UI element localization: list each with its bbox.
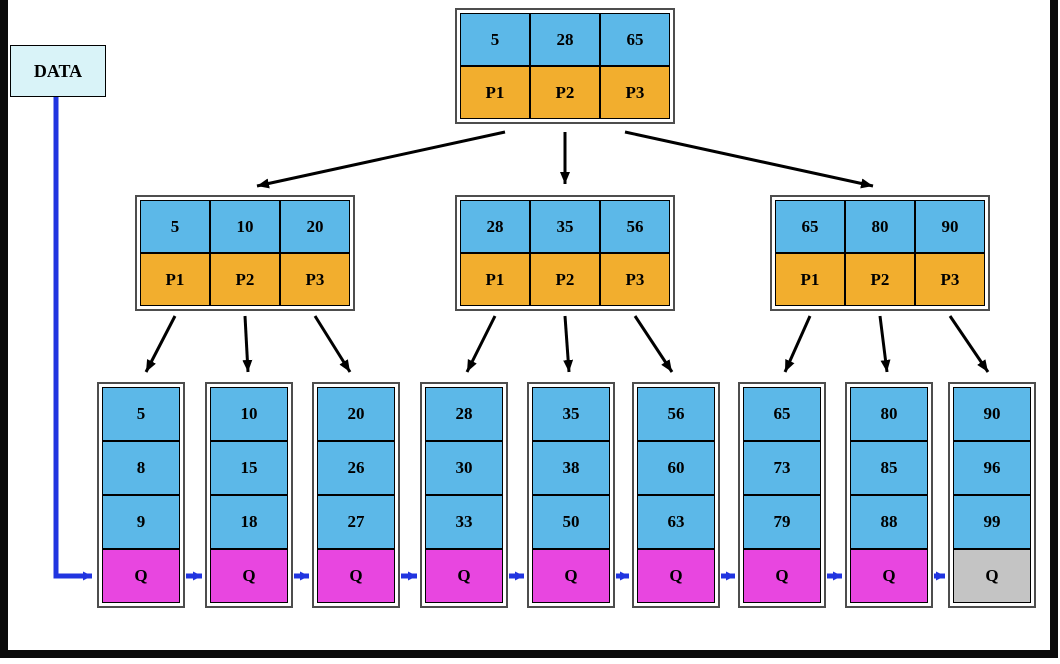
pointer-cell: P2 bbox=[530, 66, 600, 119]
leaf-value-cell: 5 bbox=[102, 387, 180, 441]
queue-cell: Q bbox=[637, 549, 715, 603]
queue-cell: Q bbox=[953, 549, 1031, 603]
leaf-value-cell: 10 bbox=[210, 387, 288, 441]
key-cell: 28 bbox=[460, 200, 530, 253]
queue-cell: Q bbox=[210, 549, 288, 603]
pointer-cell: P3 bbox=[280, 253, 350, 306]
root-node: 5 28 65 P1 P2 P3 bbox=[455, 8, 675, 124]
pointer-cell: P1 bbox=[775, 253, 845, 306]
leaf-value-cell: 30 bbox=[425, 441, 503, 495]
leaf-grid: 10 15 18 Q bbox=[210, 387, 288, 603]
root-node-grid: 5 28 65 P1 P2 P3 bbox=[460, 13, 670, 119]
leaf-node: 35 38 50 Q bbox=[527, 382, 615, 608]
frame-left-edge bbox=[0, 0, 8, 658]
key-cell: 20 bbox=[280, 200, 350, 253]
pointer-cell: P2 bbox=[530, 253, 600, 306]
leaf-node: 56 60 63 Q bbox=[632, 382, 720, 608]
queue-cell: Q bbox=[102, 549, 180, 603]
queue-cell: Q bbox=[425, 549, 503, 603]
leaf-value-cell: 99 bbox=[953, 495, 1031, 549]
leaf-value-cell: 28 bbox=[425, 387, 503, 441]
leaf-value-cell: 20 bbox=[317, 387, 395, 441]
leaf-node: 20 26 27 Q bbox=[312, 382, 400, 608]
leaf-node: 10 15 18 Q bbox=[205, 382, 293, 608]
leaf-value-cell: 60 bbox=[637, 441, 715, 495]
leaf-value-cell: 79 bbox=[743, 495, 821, 549]
leaf-value-cell: 33 bbox=[425, 495, 503, 549]
key-cell: 5 bbox=[460, 13, 530, 66]
internal-node-right: 65 80 90 P1 P2 P3 bbox=[770, 195, 990, 311]
leaf-grid: 5 8 9 Q bbox=[102, 387, 180, 603]
key-cell: 28 bbox=[530, 13, 600, 66]
data-source-box: DATA bbox=[10, 45, 106, 97]
leaf-value-cell: 27 bbox=[317, 495, 395, 549]
pointer-cell: P1 bbox=[140, 253, 210, 306]
frame-right-edge bbox=[1050, 0, 1058, 658]
queue-cell: Q bbox=[317, 549, 395, 603]
pointer-cell: P3 bbox=[600, 66, 670, 119]
leaf-value-cell: 35 bbox=[532, 387, 610, 441]
leaf-value-cell: 18 bbox=[210, 495, 288, 549]
leaf-node: 28 30 33 Q bbox=[420, 382, 508, 608]
leaf-value-cell: 85 bbox=[850, 441, 928, 495]
key-cell: 90 bbox=[915, 200, 985, 253]
key-cell: 65 bbox=[600, 13, 670, 66]
leaf-value-cell: 15 bbox=[210, 441, 288, 495]
pointer-cell: P2 bbox=[210, 253, 280, 306]
leaf-node: 80 85 88 Q bbox=[845, 382, 933, 608]
leaf-value-cell: 38 bbox=[532, 441, 610, 495]
leaf-value-cell: 9 bbox=[102, 495, 180, 549]
leaf-grid: 56 60 63 Q bbox=[637, 387, 715, 603]
internal-node-grid: 65 80 90 P1 P2 P3 bbox=[775, 200, 985, 306]
leaf-node: 90 96 99 Q bbox=[948, 382, 1036, 608]
key-cell: 65 bbox=[775, 200, 845, 253]
leaf-node: 5 8 9 Q bbox=[97, 382, 185, 608]
leaf-value-cell: 65 bbox=[743, 387, 821, 441]
pointer-cell: P2 bbox=[845, 253, 915, 306]
leaf-grid: 65 73 79 Q bbox=[743, 387, 821, 603]
leaf-value-cell: 63 bbox=[637, 495, 715, 549]
internal-node-middle: 28 35 56 P1 P2 P3 bbox=[455, 195, 675, 311]
leaf-value-cell: 8 bbox=[102, 441, 180, 495]
leaf-value-cell: 90 bbox=[953, 387, 1031, 441]
pointer-cell: P1 bbox=[460, 66, 530, 119]
leaf-node: 65 73 79 Q bbox=[738, 382, 826, 608]
leaf-value-cell: 73 bbox=[743, 441, 821, 495]
leaf-value-cell: 50 bbox=[532, 495, 610, 549]
key-cell: 5 bbox=[140, 200, 210, 253]
leaf-value-cell: 96 bbox=[953, 441, 1031, 495]
queue-cell: Q bbox=[850, 549, 928, 603]
key-cell: 56 bbox=[600, 200, 670, 253]
leaf-value-cell: 26 bbox=[317, 441, 395, 495]
leaf-grid: 20 26 27 Q bbox=[317, 387, 395, 603]
internal-node-grid: 28 35 56 P1 P2 P3 bbox=[460, 200, 670, 306]
frame-bottom-edge bbox=[0, 650, 1058, 658]
leaf-grid: 90 96 99 Q bbox=[953, 387, 1031, 603]
pointer-cell: P1 bbox=[460, 253, 530, 306]
leaf-value-cell: 56 bbox=[637, 387, 715, 441]
leaf-grid: 35 38 50 Q bbox=[532, 387, 610, 603]
internal-node-left: 5 10 20 P1 P2 P3 bbox=[135, 195, 355, 311]
queue-cell: Q bbox=[743, 549, 821, 603]
key-cell: 80 bbox=[845, 200, 915, 253]
pointer-cell: P3 bbox=[915, 253, 985, 306]
key-cell: 35 bbox=[530, 200, 600, 253]
internal-node-grid: 5 10 20 P1 P2 P3 bbox=[140, 200, 350, 306]
pointer-cell: P3 bbox=[600, 253, 670, 306]
leaf-value-cell: 80 bbox=[850, 387, 928, 441]
leaf-grid: 28 30 33 Q bbox=[425, 387, 503, 603]
queue-cell: Q bbox=[532, 549, 610, 603]
key-cell: 10 bbox=[210, 200, 280, 253]
leaf-value-cell: 88 bbox=[850, 495, 928, 549]
leaf-grid: 80 85 88 Q bbox=[850, 387, 928, 603]
data-source-label: DATA bbox=[33, 60, 83, 81]
